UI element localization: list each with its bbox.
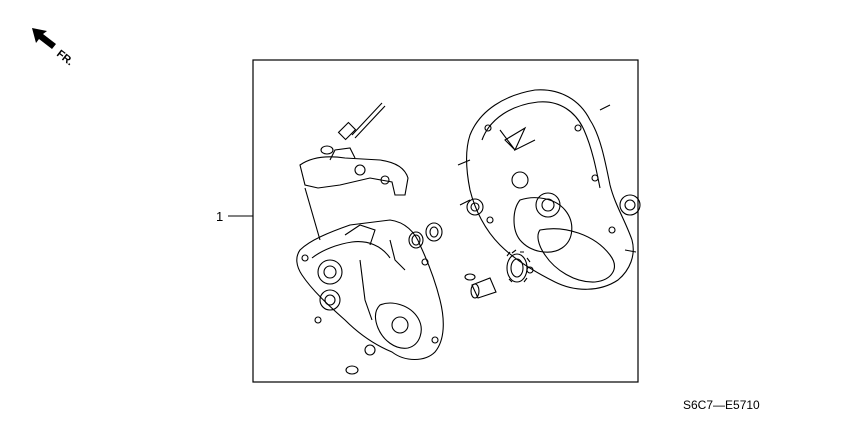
assembly-frame [252,59,639,383]
transmission-case [296,219,444,361]
shift-linkage [299,102,409,241]
bearing-set [345,194,641,375]
diagram-code: S6C7—E5710 [683,398,760,412]
clutch-housing [457,89,637,290]
callout-number: 1 [216,209,223,224]
front-arrow-icon [32,28,56,49]
sleeve-and-gear [470,249,531,299]
front-label: FR. [54,48,75,68]
